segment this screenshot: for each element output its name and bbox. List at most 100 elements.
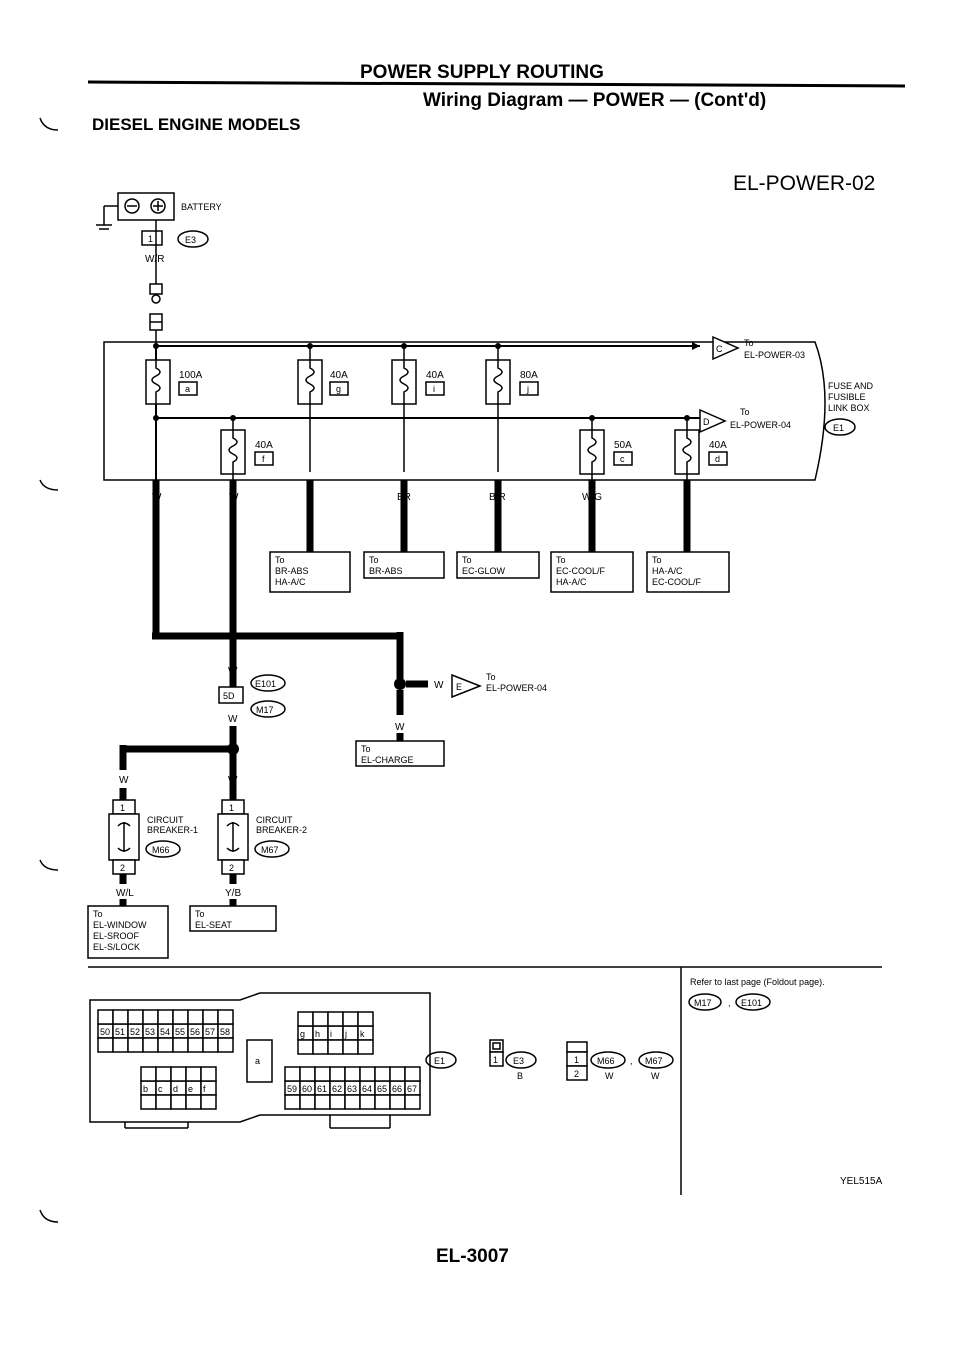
w-top-label: W (228, 666, 238, 677)
terminal-cell-blank (172, 1037, 189, 1053)
fusible-link-g: 40A g (297, 346, 349, 472)
terminal-cell-blank (314, 1094, 331, 1110)
terminal-cell-blank (127, 1009, 144, 1025)
svg-text:To: To (462, 555, 472, 565)
terminal-cell-blank (389, 1066, 406, 1082)
page-number: EL-3007 (436, 1246, 509, 1267)
svg-text:EC-COOL/F: EC-COOL/F (556, 566, 606, 576)
terminal-cell-blank (155, 1094, 172, 1110)
ref-d: D To EL-POWER-04 (699, 407, 791, 434)
svg-text:,: , (728, 998, 731, 1008)
svg-text:To: To (275, 555, 285, 565)
destination-4: To EC-COOL/F HA-A/C (550, 551, 634, 593)
fusible-link-a: 100A a (145, 359, 203, 405)
svg-text:To: To (195, 909, 205, 919)
terminal-cell-blank (297, 1039, 314, 1055)
svg-text:HA-A/C: HA-A/C (275, 577, 306, 587)
terminal-cell-blank (140, 1094, 157, 1110)
terminal-cell-blank (299, 1094, 316, 1110)
svg-text:1: 1 (493, 1055, 498, 1065)
svg-text:BREAKER-1: BREAKER-1 (147, 825, 198, 835)
terminal-label: h (315, 1029, 320, 1039)
svg-text:EL-POWER-03: EL-POWER-03 (744, 350, 805, 360)
pin-5d (218, 686, 244, 704)
charge-wire: W (395, 722, 405, 733)
svg-text:Y/B: Y/B (225, 888, 241, 899)
terminal-label: i (330, 1029, 332, 1039)
terminal-cell-blank (127, 1037, 144, 1053)
terminal-label: 64 (362, 1084, 372, 1094)
terminal-cell-blank (329, 1066, 346, 1082)
terminal-label: 53 (145, 1027, 155, 1037)
svg-text:HA-A/C: HA-A/C (652, 566, 683, 576)
svg-text:To: To (744, 338, 754, 348)
terminal-label: 63 (347, 1084, 357, 1094)
terminal-cell-blank (202, 1037, 219, 1053)
svg-text:a: a (255, 1056, 260, 1066)
terminal-cell-blank (140, 1066, 157, 1082)
terminal-cell-blank (187, 1037, 204, 1053)
svg-text:g: g (336, 384, 341, 394)
svg-text:EL-S/LOCK: EL-S/LOCK (93, 942, 140, 952)
terminal-cell-blank (312, 1039, 329, 1055)
svg-text:5D: 5D (223, 691, 235, 701)
svg-text:100A: 100A (179, 370, 203, 381)
terminal-cell-blank (112, 1009, 129, 1025)
svg-text:EL-POWER-04: EL-POWER-04 (730, 420, 791, 430)
svg-text:EL-CHARGE: EL-CHARGE (361, 755, 414, 765)
fusible-link-i: 40A i (391, 346, 445, 472)
svg-text:To: To (486, 672, 496, 682)
svg-text:1: 1 (229, 803, 234, 813)
page-tick (39, 117, 59, 131)
svg-text:80A: 80A (520, 370, 538, 381)
terminal-label: 67 (407, 1084, 417, 1094)
terminal-cell-blank (217, 1009, 234, 1025)
terminal-cell-blank (284, 1066, 301, 1082)
destination-seat: To EL-SEAT (189, 905, 277, 932)
fusible-link-c: 50A c (579, 418, 633, 480)
battery-wire-color: W/R (145, 254, 164, 265)
terminal-cell-blank (374, 1066, 391, 1082)
svg-text:W: W (605, 1071, 614, 1081)
svg-text:40A: 40A (330, 370, 348, 381)
figure-code: YEL515A (840, 1176, 883, 1187)
destination-3: To EC-GLOW (456, 551, 540, 579)
battery-label: BATTERY (181, 202, 222, 212)
terminal-cell-blank (359, 1094, 376, 1110)
svg-text:j: j (526, 384, 529, 394)
svg-text:C: C (716, 344, 723, 354)
terminal-cell-blank (97, 1009, 114, 1025)
terminal-cell-blank (359, 1066, 376, 1082)
terminal-cell-blank (404, 1094, 421, 1110)
fuse-box-outline (103, 341, 826, 481)
terminal-cell-blank (112, 1037, 129, 1053)
conn-view-m67: M67 (645, 1056, 663, 1066)
terminal-cell-blank (327, 1011, 344, 1027)
terminal-label: g (300, 1029, 305, 1039)
ref-e-wire: W (434, 680, 444, 691)
terminal-label: 66 (392, 1084, 402, 1094)
terminal-cell-blank (297, 1011, 314, 1027)
svg-text:B: B (517, 1071, 523, 1081)
conn-m17: M17 (256, 705, 274, 715)
destination-1: To BR-ABS HA-A/C (269, 551, 351, 593)
terminal-cell-blank (200, 1066, 217, 1082)
terminal-label: 59 (287, 1084, 297, 1094)
terminal-cell-blank (142, 1037, 159, 1053)
terminal-cell-blank (155, 1066, 172, 1082)
terminal-cell-blank (357, 1011, 374, 1027)
terminal-label: f (203, 1084, 206, 1094)
ref-c: C To EL-POWER-03 (680, 335, 805, 361)
svg-text:W: W (119, 775, 129, 786)
terminal-cell-blank (374, 1094, 391, 1110)
battery: BATTERY 1 E3 W/R (96, 192, 222, 265)
terminal-label: j (344, 1029, 347, 1039)
refer-text: Refer to last page (Foldout page). (690, 977, 825, 987)
terminal-label: k (360, 1029, 365, 1039)
destination-5: To HA-A/C EC-COOL/F (646, 551, 730, 593)
terminal-label: 56 (190, 1027, 200, 1037)
terminal-label: 54 (160, 1027, 170, 1037)
